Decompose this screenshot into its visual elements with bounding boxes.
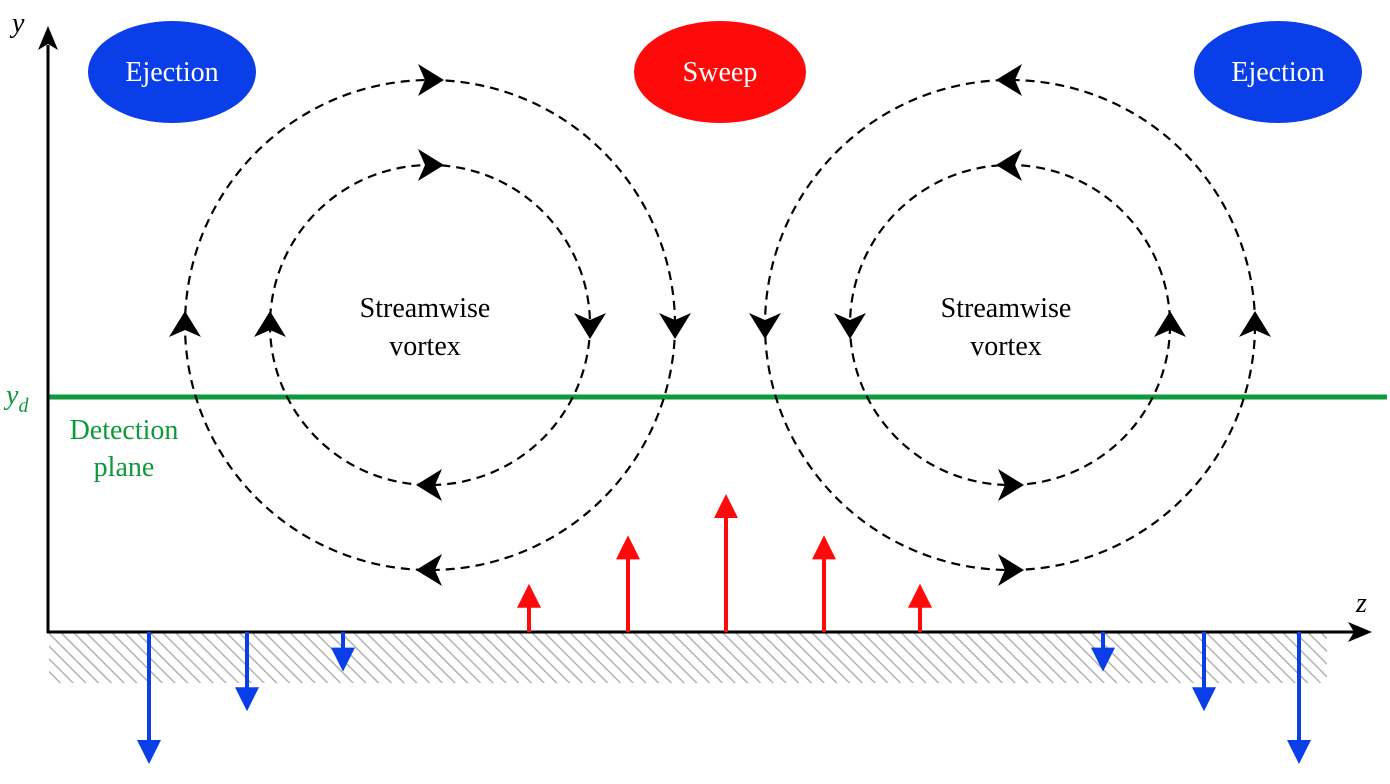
streamline-arrow-icon — [998, 469, 1024, 501]
streamline-arrow-icon — [418, 64, 444, 96]
streamline-arrow-icon — [749, 313, 781, 339]
sweep-arrowhead — [714, 494, 738, 518]
ejection-velocity-arrows — [137, 632, 1311, 764]
streamline-direction-arrows — [169, 64, 1271, 586]
left-vortex-outer-streamline — [183, 78, 677, 572]
right-vortex-label-line2: vortex — [970, 331, 1042, 362]
ejection-arrowhead — [1192, 687, 1216, 712]
left-vortex-label-line2: vortex — [389, 331, 461, 362]
right-vortex-label-line1: Streamwise — [941, 293, 1072, 324]
streamline-arrow-icon — [1239, 311, 1271, 337]
right-vortex-outer-streamline — [763, 78, 1257, 572]
y-axis-arrowhead — [38, 26, 58, 50]
sweep-arrowhead — [517, 583, 541, 608]
streamline-arrow-icon — [574, 313, 606, 339]
wall-hatch — [49, 633, 1327, 683]
sweep-arrowhead — [812, 535, 836, 560]
streamline-arrow-icon — [416, 554, 442, 586]
left-vortex-label-line1: Streamwise — [360, 293, 491, 324]
detection-plane-label-line2: plane — [94, 452, 155, 483]
detection-plane-symbol: yd — [3, 380, 29, 417]
streamline-arrow-icon — [169, 311, 201, 337]
sweep-label: Sweep — [683, 57, 758, 88]
streamline-arrow-icon — [998, 554, 1024, 586]
streamline-arrow-icon — [1154, 311, 1186, 337]
sweep-velocity-arrows — [517, 494, 932, 632]
streamline-arrow-icon — [418, 149, 444, 181]
streamline-arrow-icon — [416, 469, 442, 501]
z-axis-arrowhead — [1348, 622, 1372, 642]
y-axis-label: y — [9, 8, 25, 39]
streamline-arrow-icon — [996, 64, 1022, 96]
left-ejection-bubble — [88, 21, 256, 123]
right-vortex-inner-streamline — [848, 163, 1172, 487]
sweep-arrowhead — [908, 583, 932, 608]
streamline-arrow-icon — [659, 313, 691, 339]
sweep-bubble — [634, 21, 806, 123]
axes — [38, 26, 1372, 642]
z-axis-label: z — [1355, 588, 1367, 619]
streamline-arrow-icon — [254, 311, 286, 337]
streamline-arrow-icon — [834, 313, 866, 339]
streamline-arrow-icon — [996, 149, 1022, 181]
ejection-arrowhead — [235, 687, 259, 712]
right-ejection-label: Ejection — [1231, 57, 1324, 88]
left-vortex-inner-streamline — [268, 163, 592, 487]
detection-plane-label-line1: Detection — [70, 415, 179, 446]
ejection-arrowhead — [331, 647, 355, 672]
ejection-arrowhead — [1287, 740, 1311, 764]
ejection-arrowhead — [137, 740, 161, 764]
right-ejection-bubble — [1194, 21, 1362, 123]
left-ejection-label: Ejection — [125, 57, 218, 88]
ejection-arrowhead — [1091, 647, 1115, 672]
sweep-arrowhead — [616, 535, 640, 560]
